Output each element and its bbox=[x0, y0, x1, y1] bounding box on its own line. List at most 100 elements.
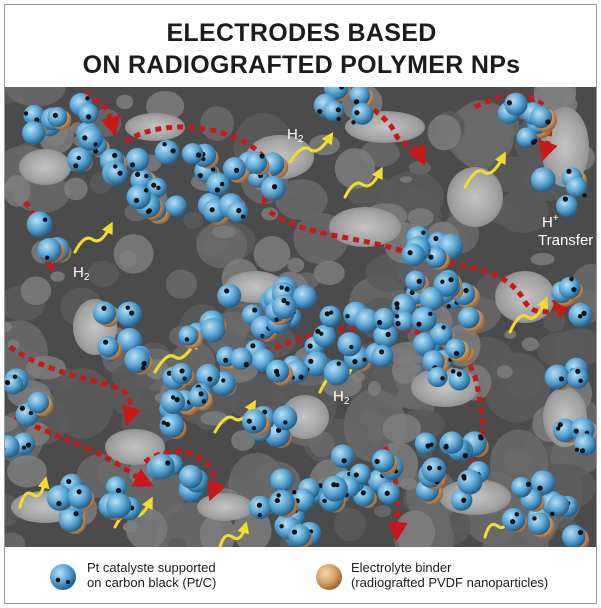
catalyst-particle bbox=[206, 172, 230, 196]
platinum-dot bbox=[462, 476, 467, 481]
platinum-dot bbox=[440, 376, 445, 381]
texture-blob bbox=[64, 177, 88, 201]
platinum-dot bbox=[73, 163, 79, 169]
catalyst-particle bbox=[271, 294, 297, 320]
platinum-dot bbox=[224, 288, 230, 294]
platinum-dot bbox=[292, 490, 297, 495]
texture-blob bbox=[351, 371, 365, 382]
catalyst-particle bbox=[125, 147, 150, 172]
platinum-dot bbox=[274, 317, 279, 322]
particle-cluster bbox=[92, 301, 154, 375]
catalyst-particle bbox=[181, 143, 204, 165]
platinum-dot bbox=[506, 100, 513, 106]
platinum-dot bbox=[407, 250, 413, 256]
platinum-dot bbox=[103, 339, 109, 345]
catalyst-particle bbox=[411, 306, 437, 332]
platinum-dot bbox=[562, 196, 569, 202]
catalyst-particle bbox=[116, 301, 143, 328]
platinum-dot bbox=[165, 460, 171, 466]
texture-blob bbox=[407, 208, 434, 227]
platinum-dot bbox=[73, 511, 79, 517]
platinum-dot bbox=[52, 112, 58, 118]
texture-blob bbox=[201, 236, 229, 255]
platinum-dot bbox=[28, 410, 34, 416]
catalyst-particle bbox=[288, 524, 311, 547]
catalyst-particle bbox=[511, 476, 532, 498]
platinum-dot bbox=[260, 333, 265, 339]
texture-blob bbox=[275, 179, 328, 221]
platinum-dot bbox=[525, 481, 532, 487]
platinum-dot bbox=[285, 301, 290, 306]
h2-label-left: H2 bbox=[73, 264, 90, 283]
platinum-dot bbox=[374, 458, 380, 465]
texture-blob bbox=[200, 106, 235, 141]
catalyst-particle bbox=[5, 435, 20, 459]
platinum-dot bbox=[429, 442, 434, 447]
platinum-dot bbox=[162, 141, 167, 147]
texture-blob bbox=[333, 507, 366, 542]
catalyst-particle bbox=[59, 508, 84, 533]
catalyst-particle bbox=[292, 285, 317, 309]
platinum-dot bbox=[573, 428, 579, 434]
platinum-dot bbox=[115, 487, 122, 494]
platinum-dot bbox=[207, 376, 213, 382]
platinum-dot bbox=[582, 193, 587, 198]
platinum-dot bbox=[416, 278, 422, 284]
platinum-dot bbox=[362, 357, 367, 362]
particle-cluster bbox=[125, 139, 289, 226]
proton-path bbox=[143, 448, 226, 502]
catalyst-particle bbox=[530, 106, 553, 129]
particle-cluster bbox=[391, 286, 485, 391]
texture-blob bbox=[113, 234, 154, 274]
catalyst-particle bbox=[124, 347, 151, 373]
catalyst-particle bbox=[313, 324, 337, 348]
platinum-dot bbox=[140, 365, 146, 371]
catalyst-legend-swatch bbox=[49, 563, 77, 591]
platinum-dot bbox=[179, 368, 185, 374]
platinum-dot bbox=[274, 497, 280, 504]
texture-blob bbox=[399, 176, 413, 183]
catalyst-particle bbox=[330, 444, 355, 469]
catalyst-legend-label: Pt catalyste supported on carbon black (… bbox=[87, 560, 217, 590]
texture-blob bbox=[504, 329, 517, 339]
catalyst-particle bbox=[440, 431, 464, 454]
catalyst-particle bbox=[196, 363, 220, 388]
hydrogen-arrow bbox=[463, 151, 506, 189]
hydrogen-arrow bbox=[18, 476, 50, 509]
platinum-dot bbox=[117, 170, 123, 176]
catalyst-particle bbox=[430, 322, 453, 346]
texture-blob bbox=[365, 254, 414, 292]
texture-blob bbox=[5, 175, 31, 207]
particle-cluster bbox=[414, 431, 490, 511]
platinum-dot bbox=[566, 168, 572, 175]
platinum-dot bbox=[284, 286, 290, 292]
electrode-structure bbox=[5, 87, 596, 547]
catalyst-particle bbox=[178, 325, 199, 346]
platinum-dot bbox=[174, 397, 180, 403]
platinum-dot bbox=[250, 343, 256, 349]
catalyst-particle bbox=[405, 270, 426, 292]
catalyst-particle bbox=[78, 103, 99, 124]
catalyst-particle bbox=[149, 453, 175, 480]
platinum-dot bbox=[45, 255, 50, 260]
catalyst-particle bbox=[26, 211, 53, 238]
platinum-dot bbox=[440, 279, 445, 284]
platinum-dot bbox=[279, 285, 284, 290]
platinum-dot bbox=[170, 395, 176, 400]
platinum-dot bbox=[558, 376, 565, 382]
hydrogen-arrow bbox=[343, 166, 383, 199]
catalyst-particle bbox=[566, 176, 588, 198]
platinum-dot bbox=[66, 478, 72, 485]
platinum-dot bbox=[252, 307, 258, 313]
catalyst-particle bbox=[200, 317, 226, 343]
platinum-dot bbox=[243, 361, 249, 368]
particle-cluster bbox=[146, 453, 209, 503]
catalyst-particle bbox=[154, 139, 180, 165]
catalyst-particle bbox=[319, 305, 342, 328]
platinum-dot bbox=[5, 379, 11, 386]
platinum-dot bbox=[76, 155, 81, 161]
catalyst-particle bbox=[126, 184, 151, 210]
particle-cluster bbox=[401, 226, 480, 309]
platinum-dot bbox=[256, 502, 263, 508]
platinum-dot bbox=[257, 512, 262, 518]
